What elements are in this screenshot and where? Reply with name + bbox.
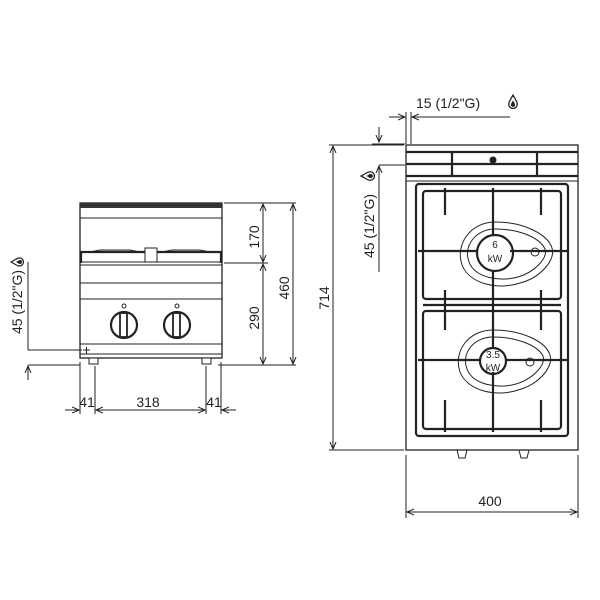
control-knob-2 [162,303,192,340]
control-knob-1 [109,303,139,340]
burner-2: 3.5 kW [457,329,552,394]
top-edge [80,203,222,208]
gas-drop-icon [360,170,375,182]
dim-460: 460 [276,276,292,300]
burner-1: 6 kW [459,221,554,287]
foot-right [201,357,212,365]
dim-400: 400 [478,493,502,509]
gas-inlet-rear-label: 45 (1/2"G) [361,194,377,258]
dim-290: 290 [246,306,262,330]
dim-41-left: 41 [79,394,95,410]
burner-1-power: 6 [492,240,498,251]
dim-714: 714 [316,286,332,310]
feet-top [456,449,530,459]
foot-left [88,357,99,365]
rear-strip [406,150,578,182]
burner-1-unit: kW [488,254,503,265]
gas-connection-mark [83,347,90,354]
hob-grate-frame [414,182,570,438]
top-dimensions: 714 400 15 (1/2"G) 45 (1/2"G) [316,94,579,518]
top-view: 6 kW 3.5 kW 714 400 15 (1/2"G) [316,94,579,518]
gas-inlet-side-label: 15 (1/2"G) [416,95,480,111]
gas-drop-icon [507,94,519,109]
gas-drop-icon [10,257,24,267]
front-view: 170 290 460 41 318 41 45 (1/2"G) [9,202,296,414]
dim-170: 170 [246,225,262,249]
grate-front [79,247,223,263]
gas-inlet-height-label: 45 (1/2"G) [9,270,25,334]
burner-2-unit: kW [486,363,501,374]
front-dimensions: 170 290 460 41 318 41 45 (1/2"G) [9,202,296,414]
dim-318: 318 [136,394,160,410]
dim-41-right: 41 [206,394,222,410]
appliance-body-front [79,202,223,359]
burner-2-power: 3.5 [486,350,500,361]
